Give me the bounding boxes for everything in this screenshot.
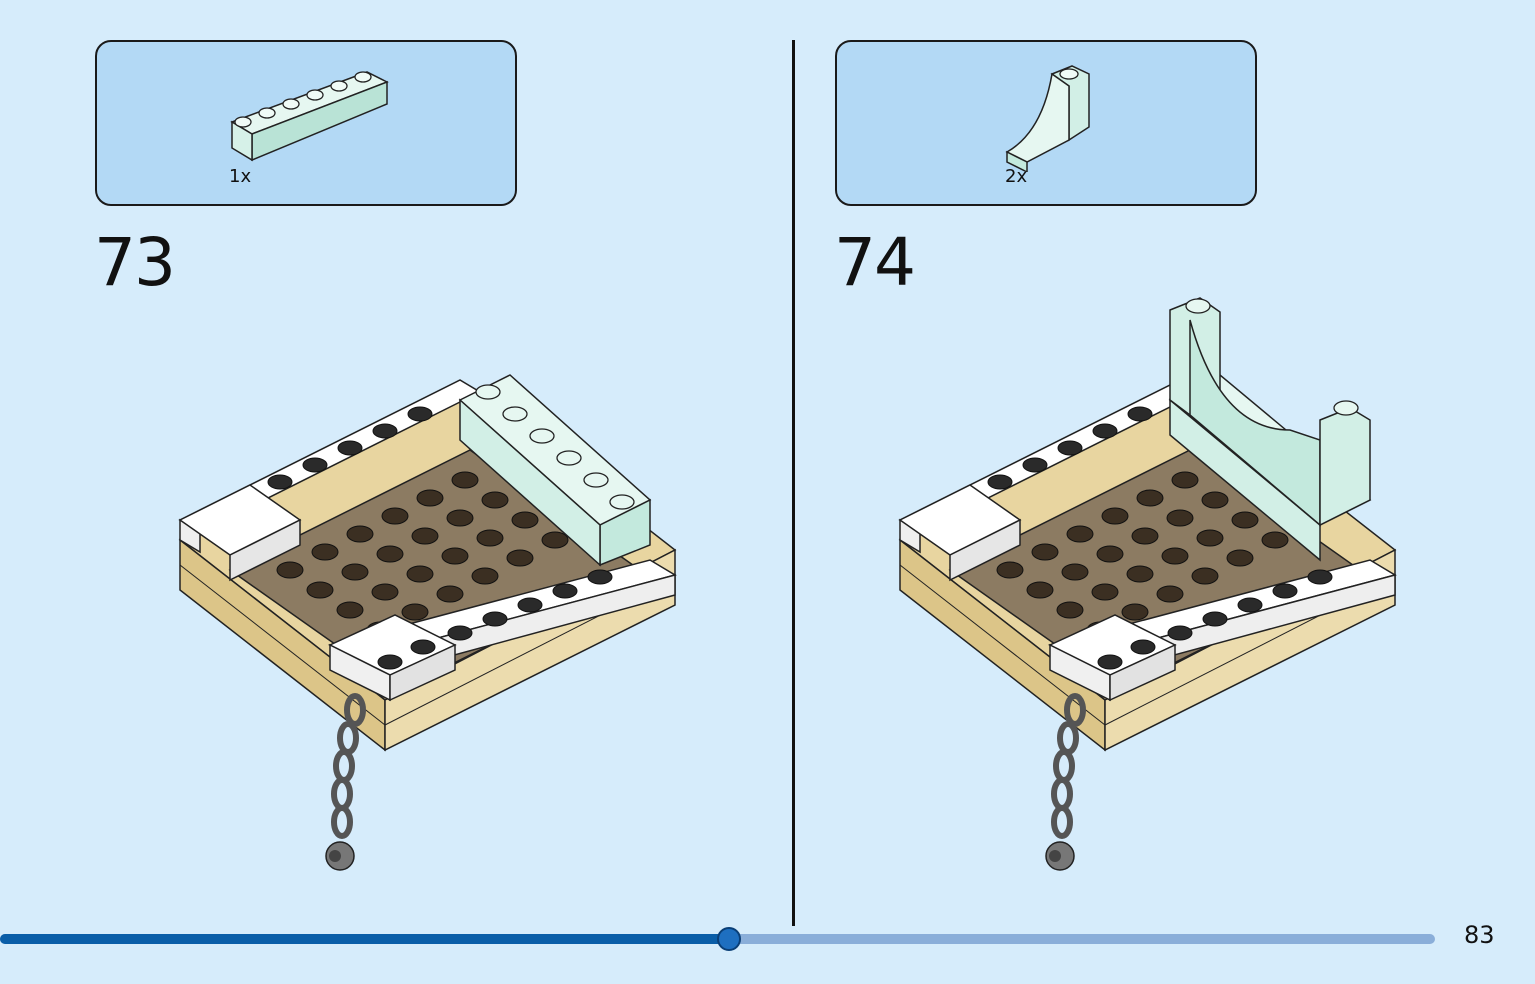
step-73: 1x 73 [0,0,740,920]
progress-knob[interactable] [716,927,741,951]
part-quantity: 2x [1005,166,1028,187]
page-number: 83 [1464,921,1495,949]
step-74: 2x 74 [740,0,1480,920]
parts-callout: 2x [835,40,1257,206]
step-73-model-illustration [178,374,677,871]
progress-bar [0,927,1435,951]
part-quantity: 1x [229,166,252,187]
progress-fill [0,934,729,944]
step-number: 74 [834,224,916,301]
mint-arch-quarter-icon [1005,65,1090,172]
step-divider [792,40,795,926]
step-number: 73 [94,224,176,301]
mint-1x6-brick-icon [230,71,389,162]
parts-callout: 1x [95,40,517,206]
step-74-model-illustration [898,297,1397,871]
